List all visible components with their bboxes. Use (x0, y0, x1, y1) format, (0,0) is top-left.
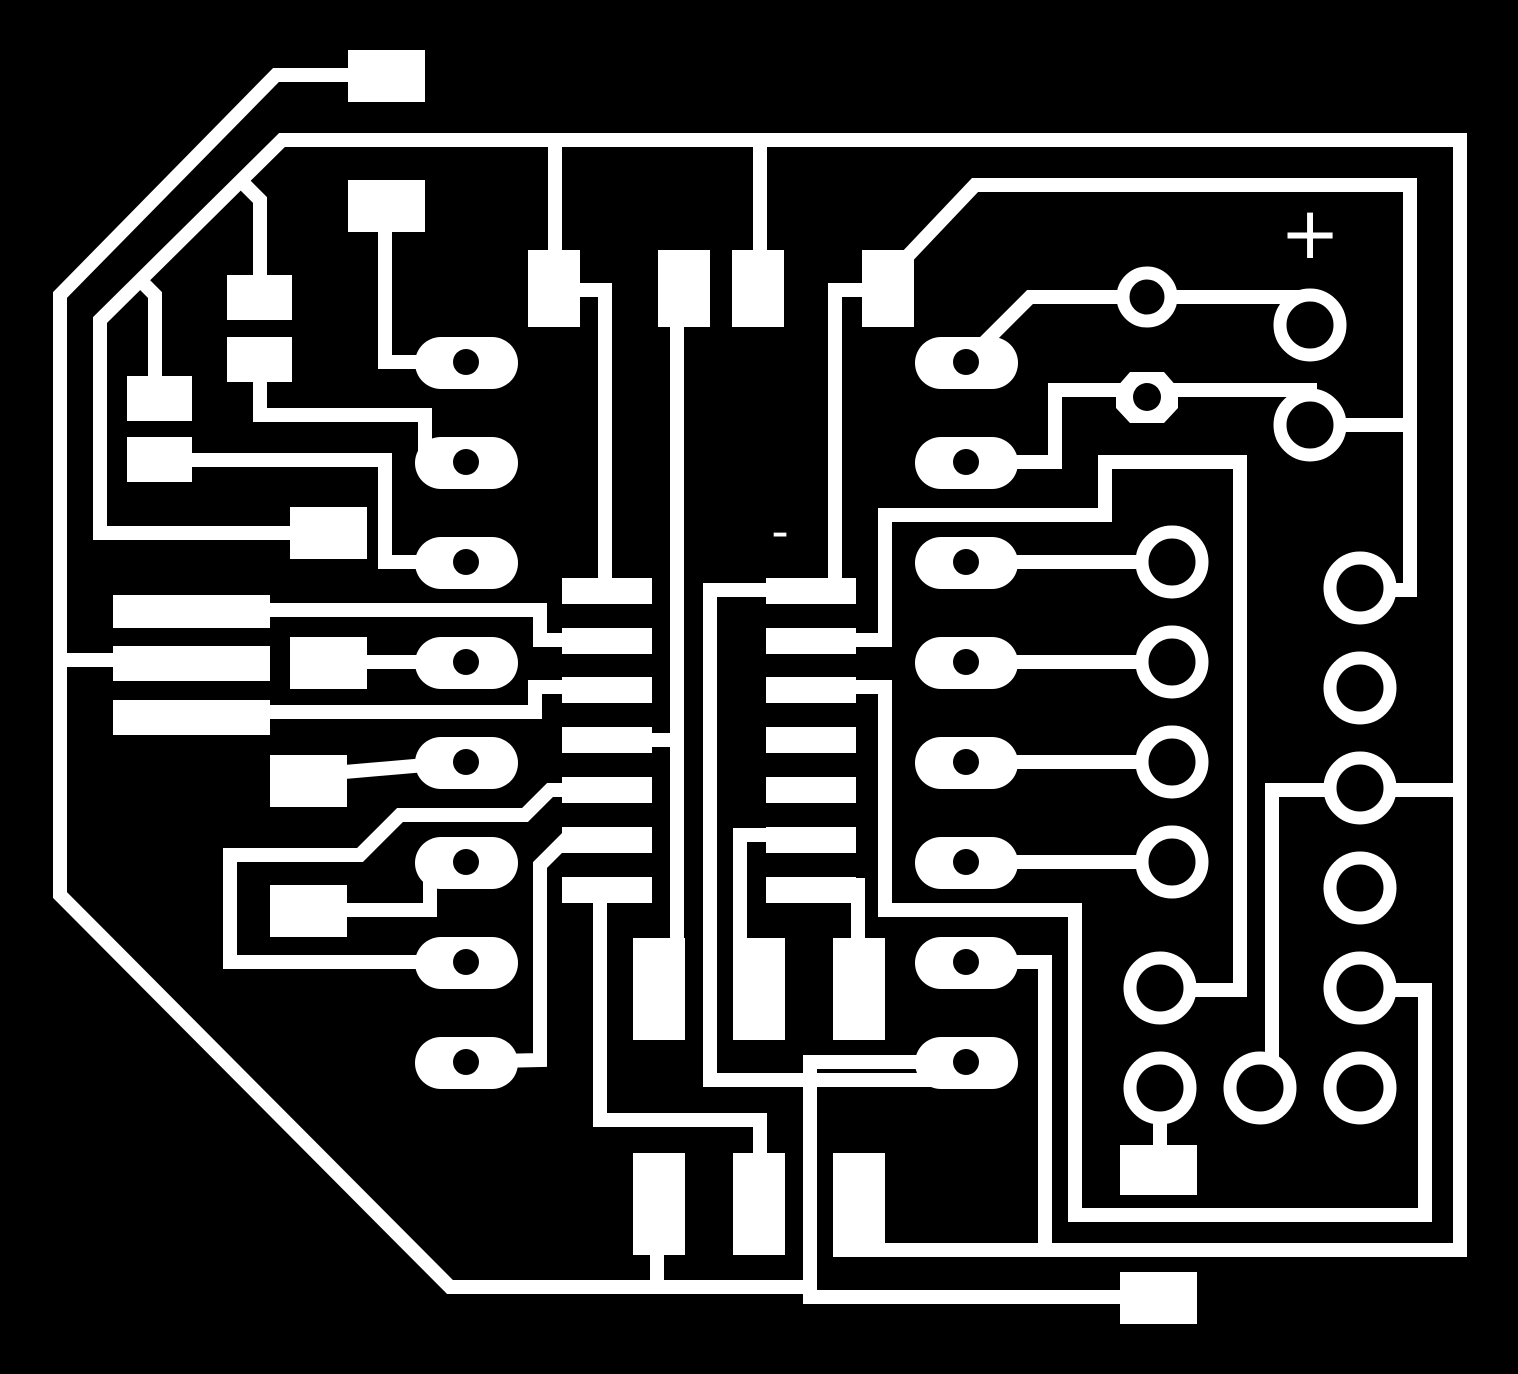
plus-label: + (1280, 191, 1340, 275)
th-col1-3 (1135, 725, 1209, 799)
header-right-pin-1 (915, 337, 1018, 389)
header-left (415, 337, 518, 1089)
through-hole-pads (1116, 266, 1397, 1125)
pad-top-connector (348, 50, 425, 102)
trace-ic-right-3 (803, 680, 1432, 1222)
th-col2-4 (1323, 851, 1397, 925)
trace-inner-loop (93, 133, 1467, 540)
pad-c1-a (658, 250, 710, 327)
th-col1-1 (1135, 525, 1209, 599)
ic-pin-r7 (766, 877, 856, 903)
minus-label: - (771, 504, 788, 560)
header-right-pin-4 (915, 637, 1018, 689)
header-right-pin-6 (915, 837, 1018, 889)
th-bottom-1 (1123, 951, 1197, 1025)
ic-pin-r3 (766, 677, 856, 703)
header-left-pin-6 (415, 837, 518, 889)
pad-c2-b (733, 938, 785, 1040)
header-left-pin-7 (415, 937, 518, 989)
th-small-1 (1116, 266, 1178, 328)
ic-pin-l4 (562, 727, 652, 753)
pad-u1-a (528, 250, 580, 327)
trace-branch-r1 (235, 175, 267, 297)
th-col2-2 (1323, 651, 1397, 725)
header-left-pin-3 (415, 537, 518, 589)
th-plus-2 (1273, 388, 1347, 462)
trace-ic-left-5 (223, 783, 607, 969)
pad-c2-a (633, 938, 685, 1040)
ic-pin-l1 (562, 578, 652, 604)
pad-conn-row1 (113, 595, 270, 628)
header-left-pin-4 (415, 637, 518, 689)
header-right-pin-2 (915, 437, 1018, 489)
pad-r3-top (127, 376, 192, 421)
ic-pin-l6 (562, 827, 652, 853)
pad-r3-bottom (127, 437, 192, 482)
header-left-pin-8 (415, 1037, 518, 1089)
header-right (915, 337, 1018, 1089)
trace-ic-right-2 (803, 455, 1247, 997)
th-col1-4 (1135, 825, 1209, 899)
ic-pin-r1 (766, 578, 856, 604)
th-col1-2 (1135, 625, 1209, 699)
ic-pin-r5 (766, 777, 856, 803)
th-col2-5 (1323, 951, 1397, 1025)
ic-pin-l5 (562, 777, 652, 803)
header-left-pin-1 (415, 337, 518, 389)
pad-c2-c (833, 938, 885, 1040)
pad-u3 (862, 250, 914, 327)
header-right-pin-5 (915, 737, 1018, 789)
pad-conn-row3 (113, 700, 270, 735)
smd-pads (113, 50, 1197, 1324)
ic-pin-r2 (766, 628, 856, 654)
pad-c3-a (633, 1153, 685, 1255)
th-bottom-2 (1123, 1051, 1197, 1125)
pad-conn-row2 (113, 646, 270, 681)
trace-branch-r2 (135, 275, 162, 402)
header-left-pin-2 (415, 437, 518, 489)
pad-c1-b (732, 250, 784, 327)
ic-pin-l2 (562, 628, 652, 654)
trace-outer-loop (53, 68, 807, 1294)
pad-r7 (270, 885, 347, 937)
th-bottom-3 (1223, 1051, 1297, 1125)
pad-r5 (290, 637, 367, 689)
th-col2-6 (1323, 1051, 1397, 1125)
pad-r2-bottom (227, 337, 292, 382)
pad-r6 (270, 755, 347, 807)
pad-bottom-pin (1120, 1145, 1197, 1195)
trace-ic-right-1 (703, 583, 967, 1087)
th-col2-1 (1323, 551, 1397, 625)
ic-pin-r4 (766, 727, 856, 753)
header-right-pin-7 (915, 937, 1018, 989)
pad-c3-c (833, 1153, 885, 1255)
th-plus-1 (1273, 288, 1347, 362)
header-right-pin-3 (915, 537, 1018, 589)
ic-pin-r6 (766, 827, 856, 853)
ic-pin-l3 (562, 677, 652, 703)
ic-pin-l7 (562, 877, 652, 903)
pad-bottom-connector (1120, 1272, 1197, 1324)
pad-c3-b (733, 1153, 785, 1255)
pad-r4 (290, 507, 367, 559)
header-right-pin-8 (915, 1037, 1018, 1089)
pad-r1-top (348, 180, 425, 232)
header-left-pin-5 (415, 737, 518, 789)
trace-bottom-right (803, 1055, 1167, 1304)
th-col2-3 (1323, 751, 1397, 825)
pad-r2-top (227, 275, 292, 320)
